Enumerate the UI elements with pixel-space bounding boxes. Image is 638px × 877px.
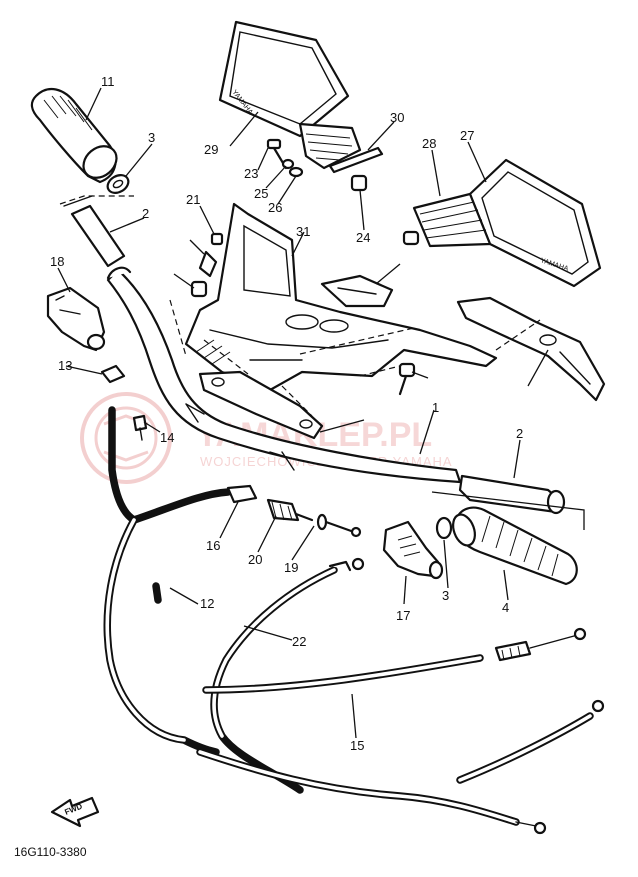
callout-2-right: 2	[516, 426, 523, 441]
part-cable-9	[196, 627, 605, 835]
part-grip-left	[30, 87, 118, 184]
callout-25: 31	[296, 224, 310, 239]
part-mirror-right: YAMAHA	[412, 158, 602, 288]
part-mirror-left: YAMAHA	[218, 20, 362, 170]
part-bar-sleeve-left	[63, 195, 126, 268]
part-ring-right	[435, 516, 453, 540]
group-bracket-left	[59, 195, 134, 205]
callout-14: 20	[248, 552, 262, 567]
watermark-logo	[80, 392, 172, 484]
part-clip-screw	[100, 364, 148, 441]
part-cable-16	[210, 557, 365, 794]
part-handlebar	[106, 266, 462, 484]
callout-24: 30	[390, 110, 404, 125]
callout-20: 26	[268, 200, 282, 215]
part-bolt-26	[398, 362, 416, 396]
part-small-fasteners	[190, 232, 224, 298]
callout-4: 4	[502, 600, 509, 615]
callout-5: 11	[101, 74, 115, 89]
callout-1: 1	[432, 400, 439, 415]
callout-10: 16	[206, 538, 220, 553]
callout-9: 15	[350, 738, 364, 753]
callout-21: 27	[460, 128, 474, 143]
part-mirror-gasket	[328, 146, 384, 174]
part-bar-sleeve-right	[458, 474, 566, 515]
callout-3-right: 3	[442, 588, 449, 603]
callout-2-left: 2	[142, 206, 149, 221]
part-mirror-bolts	[266, 138, 304, 178]
part-small-cover	[320, 274, 394, 308]
callout-22: 28	[422, 136, 436, 151]
part-lower-bracket	[198, 370, 324, 440]
leader-lines	[57, 87, 549, 739]
group-bracket-right	[431, 491, 585, 530]
callout-6: 12	[200, 596, 214, 611]
callout-17: 23	[244, 166, 258, 181]
part-cable-6	[103, 406, 232, 756]
part-spacers	[350, 174, 420, 246]
part-ring-left	[106, 174, 130, 194]
part-upper-cover	[184, 202, 498, 392]
part-side-plate	[456, 296, 606, 402]
fwd-arrow-icon: FWD	[50, 796, 100, 828]
callout-labels: 11 3 2 18 13 14 29 30 28 27 23 25 26 24 …	[50, 74, 523, 753]
callout-16: 22	[292, 634, 306, 649]
callout-8: 14	[160, 430, 174, 445]
callout-19: 25	[254, 186, 268, 201]
callout-13: 19	[284, 560, 298, 575]
part-switch-right	[382, 520, 444, 580]
assembly-dash-lines	[169, 299, 541, 417]
reference-code: 16G110-3380	[14, 845, 87, 859]
callout-11: 17	[396, 608, 410, 623]
callout-3-left: 3	[148, 130, 155, 145]
callout-7: 13	[58, 358, 72, 373]
part-switch-holder	[46, 286, 106, 352]
callout-23: 29	[204, 142, 218, 157]
part-grip-right	[452, 506, 578, 586]
callout-18: 24	[356, 230, 370, 245]
callout-12: 18	[50, 254, 64, 269]
callout-15: 21	[186, 192, 200, 207]
part-cable-adjuster	[226, 484, 362, 538]
